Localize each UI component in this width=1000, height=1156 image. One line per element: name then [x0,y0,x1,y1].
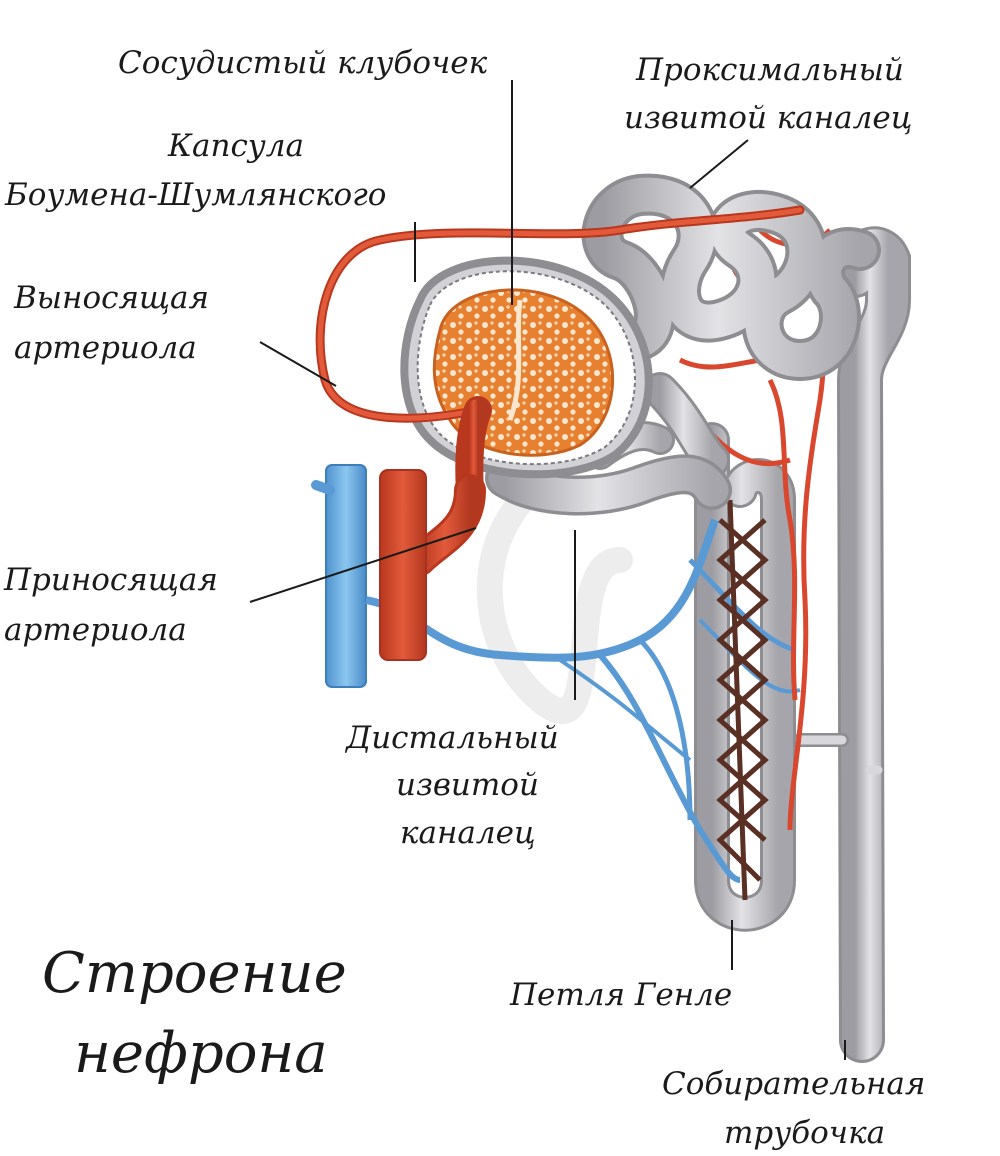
labels: Сосудистый клубочек Проксимальный извито… [3,45,925,1151]
label-proximal-line1: Проксимальный [635,52,904,88]
label-distal-line3: каналец [400,815,536,851]
label-distal-line1: Дистальный [344,720,559,756]
efferent-arteriole [315,205,805,423]
proximal-convoluted-tubule [581,173,881,478]
leader-proximal [689,139,749,189]
loop-of-henle [694,422,796,932]
leader-afferent [249,527,477,603]
label-distal-line2: извитой [396,767,539,803]
afferent-arteriole [379,396,492,661]
diagram-title-line2: нефрона [74,1021,328,1086]
label-efferent-line1: Выносящая [13,280,209,316]
diagram-title-line1: Строение [42,941,347,1006]
label-afferent-line2: артериола [4,612,187,648]
peritubular-capillaries [716,499,769,901]
label-afferent-line1: Приносящая [3,562,218,598]
label-proximal-line2: извитой каналец [624,100,912,136]
label-henle: Петля Генле [509,977,732,1013]
label-glomerulus: Сосудистый клубочек [118,45,488,81]
label-collecting-line2: трубочка [724,1115,885,1151]
venous-network [311,464,801,883]
label-capsule-line1: Капсула [167,128,304,164]
watermark [476,457,633,724]
label-efferent-line2: артериола [14,330,197,366]
label-capsule-line2: Боумена-Шумлянского [4,177,386,213]
leader-lines [249,80,846,1060]
leader-efferent [259,341,337,387]
label-collecting-line1: Собирательная [662,1066,925,1102]
